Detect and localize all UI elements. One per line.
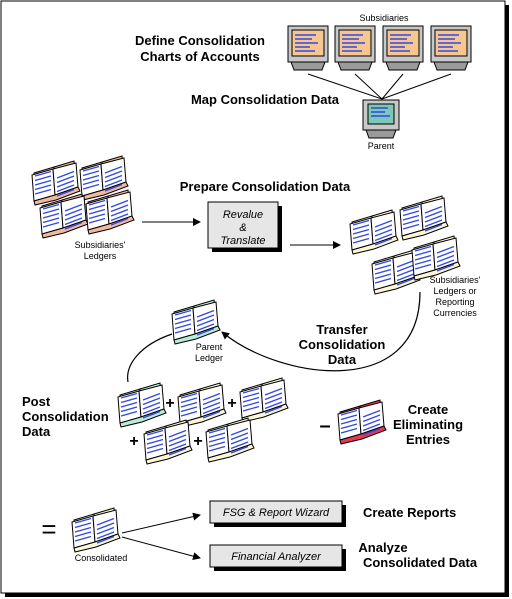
- reporting-ledgers-label-line2: Ledgers or: [433, 286, 476, 296]
- reporting-ledgers-label-line1: Subsidiaries': [430, 275, 481, 285]
- plus-sign-1: +: [165, 395, 174, 412]
- transfer-curve-arrow: [221, 291, 421, 372]
- transfer-title-line3: Data: [328, 352, 357, 367]
- analyze-title-line1: Analyze: [358, 540, 407, 555]
- reporting-ledgers-label-line3: Reporting: [435, 297, 474, 307]
- revalue-line1: Revalue: [223, 209, 263, 221]
- subsidiaries-label: Subsidiaries: [359, 13, 409, 23]
- minus-sign: –: [319, 415, 330, 437]
- plus-sign-4: +: [193, 433, 202, 450]
- parent-ledger-link-line: [127, 333, 173, 383]
- revalue-line2: &: [239, 222, 246, 234]
- subsidiaries-ledgers-label-line1: Subsidiaries': [75, 240, 126, 250]
- transfer-title-line1: Transfer: [316, 322, 367, 337]
- map-line-2: [354, 73, 383, 100]
- define-charts-title-line2: Charts of Accounts: [140, 49, 259, 64]
- subsidiary-monitor-icon-2: [334, 25, 376, 71]
- eliminate-title-line3: Entries: [406, 432, 450, 447]
- plus-sign-2: +: [227, 395, 236, 412]
- subsidiary-monitor-icon-4: [430, 25, 472, 71]
- equals-sign: =: [41, 514, 56, 544]
- post-title-line1: Post: [22, 394, 51, 409]
- arrow-to-fsg: [121, 512, 201, 534]
- parent-label: Parent: [368, 141, 395, 151]
- subsidiary-monitor-icon-3: [382, 25, 424, 71]
- eliminate-title-line2: Eliminating: [393, 417, 463, 432]
- prepare-consolidation-title: Prepare Consolidation Data: [180, 179, 351, 194]
- map-line-4: [381, 73, 452, 100]
- map-line-3: [381, 73, 404, 100]
- fsg-report-wizard-box: FSG & Report Wizard: [209, 500, 346, 527]
- create-reports-title: Create Reports: [363, 505, 456, 520]
- financial-analyzer-label: Financial Analyzer: [231, 551, 322, 563]
- analyze-title-line2: Consolidated Data: [363, 555, 478, 570]
- map-line-1: [307, 73, 383, 100]
- define-charts-title-line1: Define Consolidation: [135, 33, 265, 48]
- revalue-translate-box: Revalue & Translate: [207, 201, 282, 252]
- fsg-report-wizard-label: FSG & Report Wizard: [223, 507, 330, 519]
- financial-analyzer-box: Financial Analyzer: [209, 544, 346, 571]
- transfer-title-line2: Consolidation: [299, 337, 386, 352]
- map-consolidation-title: Map Consolidation Data: [191, 92, 340, 107]
- eliminate-title-line1: Create: [408, 402, 448, 417]
- parent-monitor-icon: [362, 99, 400, 139]
- parent-ledger-label-line1: Parent: [196, 342, 223, 352]
- parent-ledger-label-line2: Ledger: [195, 353, 223, 363]
- plus-sign-3: +: [129, 433, 138, 450]
- subsidiary-monitor-icon-1: [287, 25, 329, 71]
- reporting-ledgers-label-line4: Currencies: [433, 308, 477, 318]
- post-title-line2: Consolidation: [22, 409, 109, 424]
- post-title-line3: Data: [22, 424, 51, 439]
- subsidiaries-ledgers-label-line2: Ledgers: [84, 251, 117, 261]
- consolidated-label: Consolidated: [75, 553, 128, 563]
- revalue-line3: Translate: [220, 235, 265, 247]
- arrow-to-analyzer: [121, 536, 201, 561]
